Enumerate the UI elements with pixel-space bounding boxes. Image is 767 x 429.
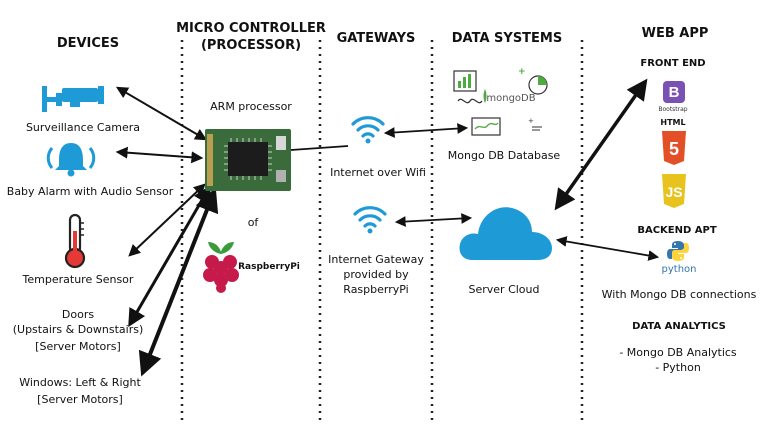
line-board-wifi <box>290 145 349 151</box>
header-data-systems: DATA SYSTEMS <box>451 31 563 46</box>
label-of: of <box>247 216 259 229</box>
svg-text:JS: JS <box>665 184 682 200</box>
label-doors: Doors <box>61 308 95 321</box>
label-doors-motors: [Server Motors] <box>35 340 121 353</box>
label-baby-alarm: Baby Alarm with Audio Sensor <box>6 185 174 198</box>
header-gateways: GATEWAYS <box>336 31 416 46</box>
svg-text:5: 5 <box>669 139 679 159</box>
label-windows: Windows: Left & Right <box>19 376 141 389</box>
header-web-app: WEB APP <box>641 26 709 41</box>
label-temperature: Temperature Sensor <box>22 273 134 286</box>
label-backend: BACKEND APT <box>637 225 717 236</box>
label-mongo-connections: With Mongo DB connections <box>601 288 757 301</box>
label-provided-by: provided by <box>343 268 409 281</box>
thermometer-icon <box>64 213 86 269</box>
bootstrap-icon: B <box>663 81 685 103</box>
label-gateway-raspberrypi: RaspberryPi <box>343 283 409 296</box>
header-devices: DEVICES <box>56 36 120 51</box>
cloud-icon <box>459 207 552 260</box>
svg-text:+: + <box>528 117 534 125</box>
js-icon: JS <box>662 174 686 208</box>
raspberry-pi-icon <box>203 242 239 293</box>
label-front-end: FRONT END <box>640 58 706 69</box>
label-data-analytics: DATA ANALYTICS <box>632 321 726 332</box>
python-icon <box>667 241 689 261</box>
label-server-cloud: Server Cloud <box>468 283 540 296</box>
label-internet-gateway: Internet Gateway <box>328 253 424 266</box>
arrow-camera <box>115 86 208 141</box>
mongodb-logo-text: mongoDB <box>486 93 536 104</box>
label-camera: Surveillance Camera <box>25 121 141 134</box>
label-mongo-analytics: - Mongo DB Analytics <box>619 346 737 359</box>
camera-icon <box>42 86 104 112</box>
arm-board-icon <box>205 129 291 191</box>
label-python-analytics: - Python <box>655 361 701 374</box>
arrow-gateway-cloud <box>394 213 473 227</box>
label-mongo-db-database: Mongo DB Database <box>447 149 561 162</box>
mongodb-icon: + + <box>453 67 548 136</box>
arrow-wifi-mongo <box>383 123 469 138</box>
html-logo-text: HTML <box>660 118 686 127</box>
raspberry-pi-logo-text: RaspberryPi <box>238 262 300 272</box>
svg-text:+: + <box>518 67 526 77</box>
arrow-baby-alarm <box>115 146 204 164</box>
wifi-icon <box>351 116 385 144</box>
header-micro-controller: MICRO CONTROLLER <box>176 21 326 36</box>
arrow-cloud-frontend <box>554 78 648 211</box>
arrow-windows <box>138 187 219 377</box>
label-windows-motors: [Server Motors] <box>37 393 123 406</box>
wifi-gateway-icon <box>353 206 387 234</box>
svg-text:B: B <box>669 84 680 101</box>
bell-icon <box>46 143 96 177</box>
header-processor: (PROCESSOR) <box>200 38 302 53</box>
html5-icon: 5 <box>662 131 686 165</box>
arrow-cloud-backend <box>555 236 660 261</box>
label-doors-detail: (Upstairs & Downstairs) <box>12 323 144 336</box>
python-logo-text: python <box>661 264 697 275</box>
bootstrap-logo-text: Bootstrap <box>658 106 688 113</box>
label-arm-processor: ARM processor <box>210 100 292 113</box>
label-internet-wifi: Internet over Wifi <box>330 166 426 179</box>
